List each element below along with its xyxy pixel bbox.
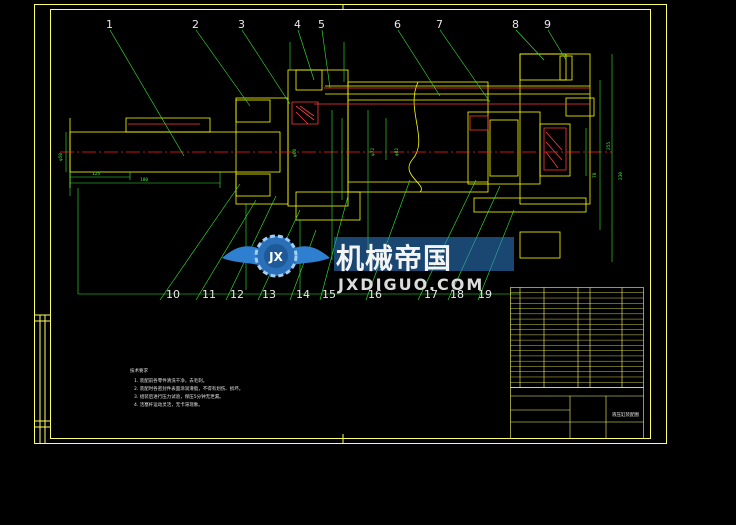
front-bolt-upper: [235, 99, 271, 123]
section-details: [291, 87, 590, 171]
piston-seal-core: [489, 119, 519, 177]
tie-bolt-lower: [473, 197, 587, 213]
leader-3: [241, 29, 291, 105]
hatch-flange: [291, 101, 319, 125]
leader-9: [547, 29, 567, 61]
mounting-foot: [519, 231, 561, 259]
leader-2: [195, 29, 251, 107]
part-number-3: 3: [238, 18, 245, 31]
part-number-5: 5: [318, 18, 325, 31]
part-number-16: 16: [368, 288, 382, 301]
notes-line-1: 1. 装配前各零件清洗干净，去毛刺。: [134, 377, 207, 384]
part-number-7: 7: [436, 18, 443, 31]
leader-1: [109, 29, 185, 157]
leader-11: [195, 199, 257, 301]
notes-line-2: 2. 装配时各密封件表面涂润滑脂，不得有划伤、损坏。: [134, 385, 243, 392]
cylinder-barrel: [347, 81, 489, 193]
outer-border: [34, 4, 667, 444]
emblem-text: JX: [268, 250, 283, 264]
drawing-frame: [34, 4, 667, 444]
dim-text-180: 180: [140, 177, 148, 183]
front-flange: [287, 69, 349, 207]
wing-left-icon: [222, 246, 262, 266]
leader-14: [289, 229, 317, 301]
rear-bolt-head: [559, 55, 573, 81]
part-number-11: 11: [202, 288, 216, 301]
piston: [467, 111, 541, 185]
part-number-9: 9: [544, 18, 551, 31]
part-number-13: 13: [262, 288, 276, 301]
technical-notes: 技术要求 1. 装配前各零件清洗干净，去毛刺。 2. 装配时各密封件表面涂润滑脂…: [130, 367, 243, 408]
rear-cover: [519, 53, 591, 205]
leader-8: [515, 29, 545, 61]
part-number-6: 6: [394, 18, 401, 31]
part-number-2: 2: [192, 18, 199, 31]
notes-line-3: 3. 组装后进行压力试验，保压5分钟无泄漏。: [134, 393, 224, 400]
title-block-frame: [510, 387, 644, 439]
wing-right-icon: [290, 246, 330, 266]
leader-4: [297, 29, 315, 81]
part-number-12: 12: [230, 288, 244, 301]
watermark-en: JXDIGUO.COM: [337, 275, 484, 294]
watermark-band: [334, 237, 514, 271]
part-number-8: 8: [512, 18, 519, 31]
leader-6: [397, 29, 441, 97]
leader-5: [321, 29, 331, 89]
part-number-15: 15: [322, 288, 336, 301]
notes-line-4: 4. 活塞杆运动灵活，无卡滞现象。: [134, 401, 203, 408]
dim-text-60: φ60: [292, 149, 298, 157]
break-line: [408, 81, 422, 193]
part-number-18: 18: [450, 288, 464, 301]
part-numbers: 1 2 3 4 5 6 7 8 9 10 11 12 13 14 15 16 1…: [106, 18, 551, 301]
dim-text-125: 125: [92, 171, 100, 177]
rear-cushion: [539, 123, 571, 177]
rod-end-keyway: [125, 117, 211, 133]
dim-text-82: φ82: [394, 148, 400, 156]
part-number-14: 14: [296, 288, 310, 301]
gear-hub-icon: [264, 244, 288, 268]
part-number-10: 10: [166, 288, 180, 301]
rear-plug: [565, 97, 595, 117]
parts-list-table: [510, 287, 644, 439]
part-number-17: 17: [424, 288, 438, 301]
part-number-19: 19: [478, 288, 492, 301]
dim-text-78: 78: [592, 172, 598, 178]
dim-text-dia: φ50: [58, 153, 64, 161]
dimension-texts: 125 180 φ50 φ60 φ72 φ82 230 255 78: [58, 142, 624, 183]
rear-port-block: [519, 53, 567, 81]
watermark: JX 机械帝国 JXDIGUO.COM: [222, 234, 514, 294]
notes-title: 技术要求: [130, 367, 148, 374]
parts-list-rows: [510, 292, 644, 383]
dim-text-255: 255: [606, 142, 612, 150]
hatch-piston: [469, 115, 489, 131]
flange-bolt-head-top: [295, 69, 323, 91]
leader-7: [439, 29, 491, 103]
dim-text-230: 230: [618, 172, 624, 180]
front-bolt-lower: [235, 173, 271, 197]
parts-list-frame: [510, 287, 644, 388]
leader-10: [159, 183, 241, 301]
watermark-cn: 机械帝国: [336, 242, 452, 275]
part-number-4: 4: [294, 18, 301, 31]
hatch-cushion: [543, 127, 567, 171]
dim-text-72: φ72: [370, 148, 376, 156]
part-number-1: 1: [106, 18, 113, 31]
drawing-title: 液压缸装配图: [612, 411, 639, 418]
flange-bolt-bottom: [295, 191, 361, 221]
inner-border: [50, 9, 651, 439]
